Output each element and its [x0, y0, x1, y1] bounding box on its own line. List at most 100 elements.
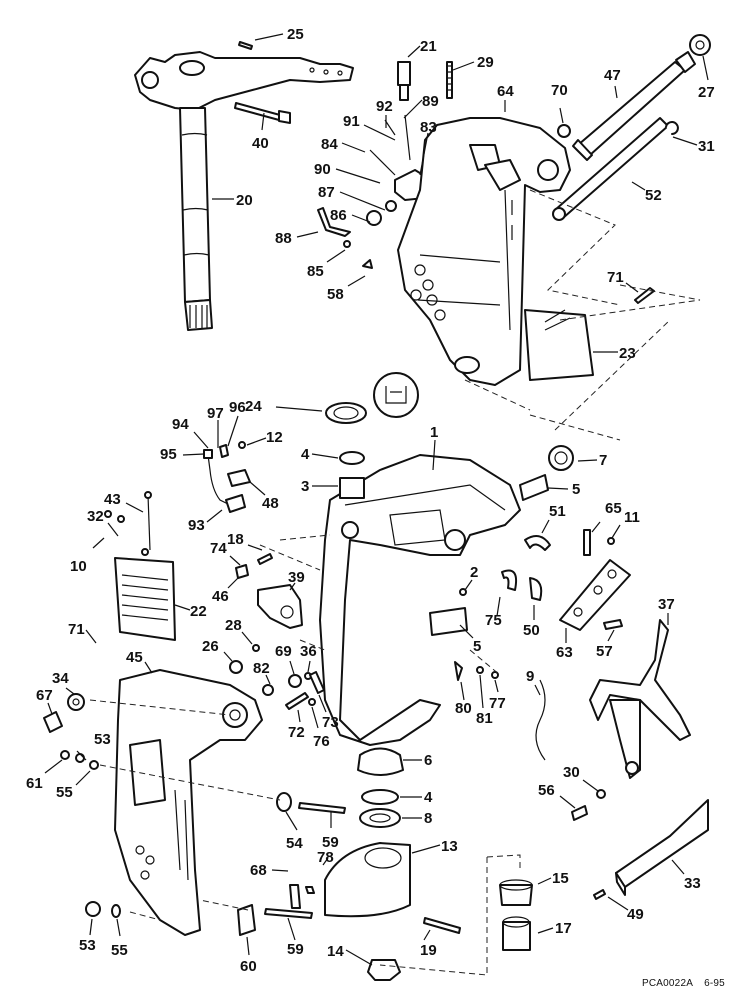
- callout-58: 58: [327, 286, 344, 303]
- callout-10: 10: [70, 558, 87, 575]
- callout-75: 75: [485, 612, 502, 629]
- callout-8: 8: [424, 810, 432, 827]
- callout-94: 94: [172, 416, 189, 433]
- callout-53-upper: 53: [94, 731, 111, 748]
- callout-70: 70: [551, 82, 568, 99]
- callout-20: 20: [236, 192, 253, 209]
- callout-68: 68: [250, 862, 267, 879]
- callout-59-upper: 59: [322, 834, 339, 851]
- pin-25-drawing: [238, 41, 253, 50]
- callout-84: 84: [321, 136, 338, 153]
- callout-65: 65: [605, 500, 622, 517]
- callout-69: 69: [275, 643, 292, 660]
- callout-11: 11: [624, 509, 640, 526]
- callout-46: 46: [212, 588, 229, 605]
- stern-bracket-45: [114, 669, 263, 936]
- callout-97: 97: [207, 405, 224, 422]
- callout-34: 34: [52, 670, 69, 687]
- callout-23: 23: [619, 345, 636, 362]
- callout-57: 57: [596, 643, 613, 660]
- callout-27: 27: [698, 84, 715, 101]
- callout-91: 91: [343, 113, 360, 130]
- callout-88: 88: [275, 230, 292, 247]
- callout-21: 21: [420, 38, 437, 55]
- callout-53-lower: 53: [79, 937, 96, 954]
- callout-59-lower: 59: [287, 941, 304, 958]
- transom-bracket-64: [397, 117, 571, 386]
- callout-19: 19: [420, 942, 437, 959]
- callout-63: 63: [556, 644, 573, 661]
- callout-36: 36: [300, 643, 317, 660]
- callout-1: 1: [430, 424, 438, 441]
- callout-54: 54: [286, 835, 303, 852]
- bolt-71-upper-drawing: [634, 287, 655, 304]
- callout-52: 52: [645, 187, 662, 204]
- callout-71-lower: 71: [68, 621, 85, 638]
- callout-37: 37: [658, 596, 675, 613]
- callout-40: 40: [252, 135, 269, 152]
- callout-labels: 25 21 29 64 70 47 27 92 89 91 83 40 84 9…: [26, 26, 715, 975]
- callout-4-upper: 4: [301, 446, 310, 463]
- callout-43: 43: [104, 491, 121, 508]
- cover-22-and-wiring: [104, 441, 251, 641]
- alignment-line: [464, 189, 701, 441]
- callout-17: 17: [555, 920, 572, 937]
- bolt-40-drawing: [234, 102, 291, 124]
- callout-56: 56: [538, 782, 555, 799]
- callout-96: 96: [229, 399, 246, 416]
- callout-81: 81: [476, 710, 493, 727]
- callout-85: 85: [307, 263, 324, 280]
- callout-64: 64: [497, 83, 514, 100]
- callout-14: 14: [327, 943, 344, 960]
- callout-33: 33: [684, 875, 701, 892]
- figure-code-footer: PCA0022A 6-95: [642, 978, 733, 989]
- callout-80: 80: [455, 700, 472, 717]
- callout-24: 24: [245, 398, 262, 415]
- callout-47: 47: [604, 67, 621, 84]
- upper-bushings: [325, 372, 419, 499]
- callout-4-lower: 4: [424, 789, 433, 806]
- callout-55-lower: 55: [111, 942, 128, 959]
- callout-87: 87: [318, 184, 335, 201]
- callout-48: 48: [262, 495, 279, 512]
- callout-6: 6: [424, 752, 432, 769]
- callout-90: 90: [314, 161, 331, 178]
- callout-89: 89: [422, 93, 439, 110]
- callout-92: 92: [376, 98, 393, 115]
- callout-95: 95: [160, 446, 177, 463]
- steering-arm-swivel-shaft: [134, 51, 354, 331]
- callout-77: 77: [489, 695, 506, 712]
- callout-72: 72: [288, 724, 305, 741]
- callout-13: 13: [441, 838, 458, 855]
- callout-71-upper: 71: [607, 269, 624, 286]
- callout-18: 18: [227, 531, 244, 548]
- callout-5-upper: 5: [572, 481, 580, 498]
- callout-50: 50: [523, 622, 540, 639]
- callout-51: 51: [549, 503, 566, 520]
- middle-small-parts: [229, 553, 499, 710]
- callout-25: 25: [287, 26, 304, 43]
- callout-7: 7: [599, 452, 607, 469]
- right-upper-small-parts: [429, 445, 631, 636]
- tilt-lock-lever-37: [535, 619, 691, 821]
- callout-39: 39: [288, 569, 305, 586]
- swivel-bracket-1: [319, 454, 521, 746]
- callout-83: 83: [420, 119, 437, 136]
- callout-76: 76: [313, 733, 330, 750]
- callout-29: 29: [477, 54, 494, 71]
- callout-30: 30: [563, 764, 580, 781]
- callout-93: 93: [188, 517, 205, 534]
- left-nuts-washers: [43, 693, 121, 918]
- anode-plate-23: [524, 309, 594, 381]
- callout-73: 73: [322, 714, 339, 731]
- callout-74: 74: [210, 540, 227, 557]
- callout-22: 22: [190, 603, 207, 620]
- callout-45: 45: [126, 649, 143, 666]
- callout-9: 9: [526, 668, 534, 685]
- callout-55-upper: 55: [56, 784, 73, 801]
- callout-86: 86: [330, 207, 347, 224]
- alignment-line-lower: [89, 534, 521, 976]
- callout-31: 31: [698, 138, 715, 155]
- callout-26: 26: [202, 638, 219, 655]
